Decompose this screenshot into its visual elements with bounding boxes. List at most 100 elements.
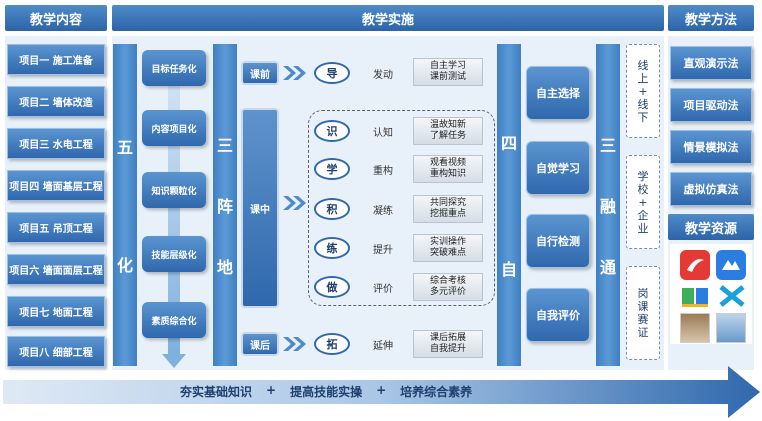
step-action-ji: 凝练: [373, 206, 393, 217]
step-desc-zuo-2: 多元评价: [429, 287, 466, 297]
step-circle-lian: 练: [314, 237, 350, 259]
step-desc-shi-1: 温故知新: [429, 120, 466, 130]
sr3-c3: 赛: [637, 313, 649, 326]
step-action-shi: 认知: [373, 128, 393, 139]
bottom-arrow: [3, 366, 760, 418]
wuhua-char-1: 五: [116, 138, 133, 157]
wuhua-column: 五 化: [113, 44, 137, 366]
app-icon-book[interactable]: [680, 284, 710, 308]
step-desc-ji-1: 共同探究: [429, 198, 466, 208]
bottom-text-2: 提高技能实操: [290, 385, 363, 399]
project-2[interactable]: 项目二 墙体改造: [7, 86, 105, 117]
sr3-c1: 岗: [637, 287, 649, 300]
step-circle-shi: 识: [314, 120, 350, 142]
sanzhendi-char-3: 地: [216, 258, 233, 277]
bottom-plus-1: +: [266, 383, 277, 397]
project-5[interactable]: 项目五 吊顶工程: [7, 212, 105, 243]
resource-header: 教学资源: [668, 214, 754, 240]
step-desc-zuo: 综合考核 多元评价: [413, 273, 483, 301]
app-icon-blue[interactable]: [716, 250, 746, 280]
method-2[interactable]: 项目驱动法: [670, 88, 752, 122]
step-desc-shi: 温故知新 了解任务: [413, 117, 483, 145]
bottom-text-1: 夯实基础知识: [180, 385, 253, 399]
phase-after[interactable]: 课后: [241, 332, 279, 356]
chevron-after-icon: [283, 337, 306, 351]
step-desc-tuo: 课后拓展 自我提升: [413, 330, 483, 358]
step-desc-ji-2: 挖掘重点: [429, 209, 466, 219]
project-8[interactable]: 项目八 细部工程: [7, 336, 105, 367]
sr3-c4: 证: [637, 326, 649, 339]
sizi-item-1[interactable]: 自主选择: [526, 66, 590, 120]
wuhua-item-3[interactable]: 知识颗粒化: [142, 172, 206, 208]
sizi-char-2: 自: [500, 260, 517, 279]
book-cover-2: [716, 313, 746, 343]
chevron-during-icon: [283, 196, 306, 210]
sr2-c1: 学: [637, 169, 649, 183]
step-circle-dao: 导: [314, 62, 350, 84]
sr2-c3: +: [638, 195, 648, 209]
sanzhendi-column: 三 阵 地: [213, 44, 237, 366]
method-header: 教学方法: [668, 5, 754, 31]
sr3-c2: 课: [637, 300, 649, 313]
project-7[interactable]: 项目七 地面工程: [7, 296, 105, 327]
sr1-c3: +: [638, 84, 648, 98]
sizi-item-3[interactable]: 自行检测: [526, 214, 590, 268]
step-circle-zuo: 做: [314, 276, 350, 298]
step-action-xue: 重构: [373, 166, 393, 177]
sanzhendi-char-2: 阵: [216, 197, 233, 216]
app-icon-x[interactable]: [718, 284, 746, 308]
sr1-c4: 线: [637, 97, 649, 111]
sizi-item-4[interactable]: 自我评价: [526, 288, 590, 342]
step-desc-tuo-2: 自我提升: [429, 344, 466, 354]
implementation-header: 教学实施: [112, 5, 664, 31]
sanrong-column: 三 融 通: [596, 44, 620, 366]
method-4[interactable]: 虚拟仿真法: [670, 172, 752, 206]
step-desc-lian-2: 突破难点: [429, 248, 466, 258]
sanrong-item-3: 岗 课 赛 证: [626, 266, 660, 360]
content-header: 教学内容: [5, 5, 107, 31]
step-action-zuo: 评价: [373, 284, 393, 295]
wuhua-item-5[interactable]: 素质综合化: [142, 302, 206, 338]
sr1-c1: 线: [637, 58, 649, 72]
sizi-column: 四 自: [497, 44, 521, 366]
step-desc-lian: 实训操作 突破难点: [413, 234, 483, 262]
bottom-text: 夯实基础知识 + 提高技能实操 + 培养综合素养: [180, 383, 600, 401]
step-desc-dao-1: 自主学习: [429, 61, 466, 71]
method-3[interactable]: 情景模拟法: [670, 130, 752, 164]
step-action-tuo: 延伸: [373, 341, 393, 352]
step-desc-zuo-1: 综合考核: [429, 276, 466, 286]
sr2-c4: 企: [637, 208, 649, 222]
step-desc-dao-2: 课前测试: [429, 72, 466, 82]
sanrong-item-2: 学 校 + 企 业: [626, 155, 660, 249]
method-1[interactable]: 直观演示法: [670, 46, 752, 80]
step-desc-ji: 共同探究 挖掘重点: [413, 195, 483, 223]
sanrong-item-1: 线 上 + 线 下: [626, 44, 660, 138]
phase-during[interactable]: 课中: [241, 108, 279, 308]
project-6[interactable]: 项目六 墙面面层工程: [7, 254, 105, 285]
app-icon-red[interactable]: [680, 250, 710, 280]
step-circle-ji: 积: [314, 198, 350, 220]
step-action-dao: 发动: [373, 70, 393, 81]
sanzhendi-char-1: 三: [216, 136, 233, 155]
project-1[interactable]: 项目一 施工准备: [7, 44, 105, 75]
step-desc-tuo-1: 课后拓展: [429, 333, 466, 343]
wuhua-item-1[interactable]: 目标任务化: [142, 50, 206, 86]
step-desc-xue-2: 重构知识: [429, 169, 466, 179]
sanrong-char-1: 三: [599, 136, 616, 155]
step-desc-xue: 观看视频 重构知识: [413, 155, 483, 183]
book-cover-1: [680, 313, 710, 343]
wuhua-char-2: 化: [116, 256, 133, 275]
wuhua-item-4[interactable]: 技能层级化: [142, 236, 206, 272]
project-3[interactable]: 项目三 水电工程: [7, 128, 105, 159]
sr1-c2: 上: [637, 71, 649, 85]
sr1-c5: 下: [637, 110, 649, 124]
step-desc-xue-1: 观看视频: [429, 158, 466, 168]
sanrong-char-3: 通: [599, 258, 616, 277]
step-circle-tuo: 拓: [314, 333, 350, 355]
wuhua-item-2[interactable]: 内容项目化: [142, 110, 206, 146]
phase-before[interactable]: 课前: [241, 61, 279, 85]
project-4[interactable]: 项目四 墙面基层工程: [7, 170, 105, 201]
sr2-c5: 业: [637, 221, 649, 235]
sizi-item-2[interactable]: 自觉学习: [526, 141, 590, 195]
sizi-char-1: 四: [500, 134, 517, 153]
